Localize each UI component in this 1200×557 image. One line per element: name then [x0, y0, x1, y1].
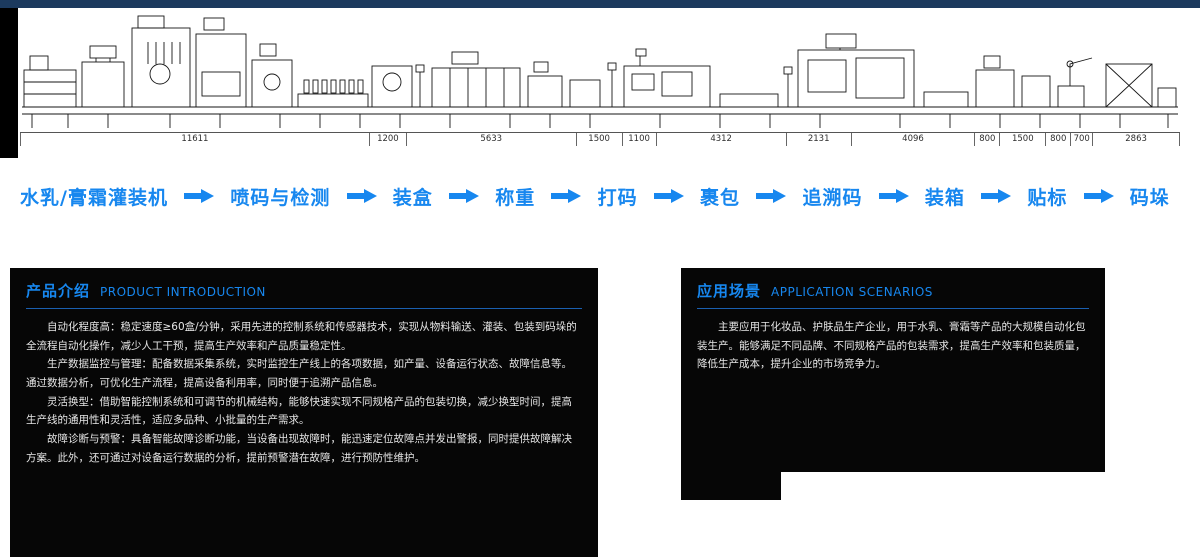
arrow-right-icon [346, 189, 377, 203]
dimension-label: 1500 [588, 134, 610, 145]
arrow-right-icon [551, 189, 582, 203]
dimension-label: 1200 [377, 134, 399, 145]
dimension-segment: 2863 [1093, 133, 1180, 146]
dimension-label: 4096 [902, 134, 924, 145]
arrow-right-icon [756, 189, 787, 203]
process-flow: 水乳/膏霜灌装机 喷码与检测 装盒 称重 打码 裹包 追溯码 装箱 贴标 码垛 [20, 176, 1170, 216]
flow-step-labeling: 贴标 [1027, 186, 1068, 209]
dimension-label: 5633 [480, 134, 503, 145]
heading-en: PRODUCT INTRODUCTION [100, 285, 266, 299]
dimension-segment: 2131 [787, 133, 852, 146]
dimension-label: 2863 [1125, 134, 1147, 145]
dimension-label: 11611 [181, 134, 209, 145]
arrow-right-icon [184, 189, 215, 203]
dimension-row: 11611 1200 5633 1500 1100 4312 2131 4096 800 1500… [20, 132, 1180, 146]
panel-notch [681, 472, 781, 500]
dimension-label: 800 [1050, 134, 1067, 145]
heading-zh: 产品介绍 [26, 282, 91, 300]
dimension-label: 1100 [628, 134, 650, 145]
intro-paragraph: 灵活换型：借助智能控制系统和可调节的机械结构，能够快速实现不同规格产品的包装切换… [26, 395, 572, 427]
dimension-segment: 1100 [623, 133, 657, 146]
intro-paragraph: 故障诊断与预警：具备智能故障诊断功能，当设备出现故障时，能迅速定位故障点并发出警… [26, 433, 572, 464]
production-line-diagram: 11611 1200 5633 1500 1100 4312 2131 4096 800 1500… [20, 12, 1185, 146]
dimension-segment: 800 [975, 133, 1001, 146]
left-edge-bar [0, 8, 18, 158]
dimension-segment: 11611 [20, 133, 370, 146]
flow-step-cartoning: 装盒 [392, 186, 433, 209]
dimension-segment: 1500 [1000, 133, 1047, 146]
product-introduction-heading: 产品介绍 PRODUCT INTRODUCTION [26, 280, 582, 309]
dimension-label: 4312 [710, 134, 732, 145]
flow-step-coding-inspection: 喷码与检测 [230, 186, 331, 209]
application-scenarios-panel: 应用场景 APPLICATION SCENARIOS 主要应用于化妆品、护肤品生… [681, 268, 1105, 472]
product-introduction-panel: 产品介绍 PRODUCT INTRODUCTION 自动化程度高：稳定速度≥60… [10, 268, 598, 557]
dimension-segment: 4312 [657, 133, 787, 146]
flow-step-palletizing: 码垛 [1129, 186, 1170, 209]
flow-step-wrapping: 裹包 [700, 186, 741, 209]
dimension-label: 700 [1073, 134, 1090, 145]
arrow-right-icon [653, 189, 684, 203]
intro-paragraph: 生产数据监控与管理：配备数据采集系统，实时监控生产线上的各项数据，如产量、设备运… [26, 358, 572, 390]
application-scenarios-heading: 应用场景 APPLICATION SCENARIOS [697, 280, 1089, 309]
arrow-right-icon [878, 189, 909, 203]
dimension-label: 2131 [807, 134, 830, 145]
intro-paragraph: 自动化程度高：稳定速度≥60盒/分钟，采用先进的控制系统和传感器技术，实现从物料… [26, 321, 577, 352]
arrow-right-icon [1083, 189, 1114, 203]
flow-step-weighing: 称重 [495, 186, 536, 209]
heading-zh: 应用场景 [697, 282, 762, 300]
flow-step-coding: 打码 [597, 186, 638, 209]
production-line-drawing [22, 15, 1178, 128]
arrow-right-icon [449, 189, 479, 203]
heading-en: APPLICATION SCENARIOS [771, 285, 933, 299]
dimension-segment: 1500 [577, 133, 623, 146]
dimension-segment: 1200 [370, 133, 407, 146]
scenarios-paragraph: 主要应用于化妆品、护肤品生产企业，用于水乳、膏霜等产品的大规模自动化包装生产。能… [697, 321, 1086, 371]
dimension-segment: 4096 [852, 133, 976, 146]
flow-step-filling: 水乳/膏霜灌装机 [20, 186, 168, 209]
dimension-segment: 800 [1046, 133, 1072, 146]
flow-step-case-packing: 装箱 [924, 186, 965, 209]
arrow-right-icon [981, 189, 1012, 203]
dimension-segment: 700 [1071, 133, 1094, 146]
dimension-label: 1500 [1011, 134, 1034, 145]
dimension-label: 800 [979, 134, 996, 145]
top-accent-bar [0, 0, 1200, 8]
dimension-segment: 5633 [407, 133, 577, 146]
flow-step-trace-code: 追溯码 [802, 186, 863, 209]
